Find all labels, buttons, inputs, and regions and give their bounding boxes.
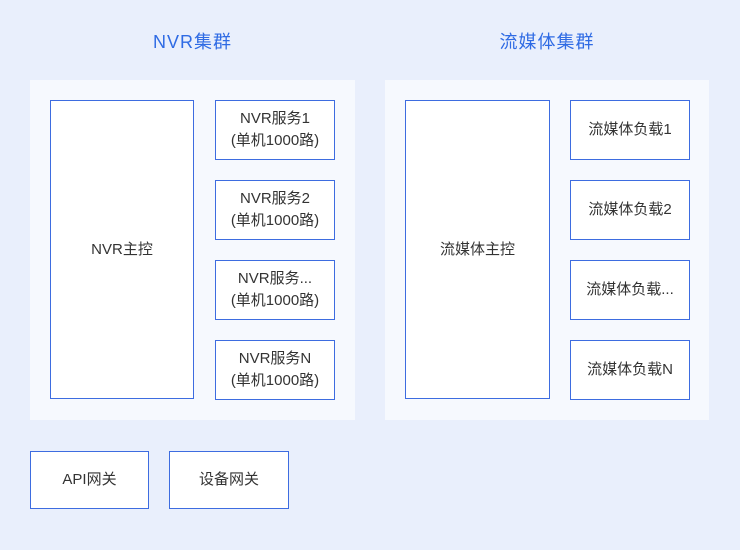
- nvr-master-label: NVR主控: [91, 240, 153, 258]
- media-master-label: 流媒体主控: [439, 240, 515, 258]
- nvr-cluster-title: NVR集群: [152, 32, 232, 52]
- media-master-box: 流媒体主控: [405, 100, 550, 399]
- nvr-service-capacity: (单机1000路): [230, 212, 320, 229]
- nvr-service-box-ellipsis: NVR服务... (单机1000路): [215, 260, 335, 320]
- nvr-service-capacity: (单机1000路): [230, 292, 320, 309]
- nvr-service-name: NVR服务2: [239, 190, 310, 207]
- api-gateway-box: API网关: [30, 451, 149, 509]
- nvr-service-capacity: (单机1000路): [230, 372, 320, 389]
- media-load-box-1: 流媒体负载1: [570, 100, 690, 160]
- nvr-service-name: NVR服务N: [238, 350, 312, 367]
- nvr-service-box-1: NVR服务1 (单机1000路): [215, 100, 335, 160]
- nvr-service-box-n: NVR服务N (单机1000路): [215, 340, 335, 400]
- media-load-label: 流媒体负载2: [588, 201, 672, 218]
- nvr-service-box-2: NVR服务2 (单机1000路): [215, 180, 335, 240]
- media-load-label: 流媒体负载...: [586, 281, 674, 298]
- media-load-label: 流媒体负载N: [587, 361, 673, 378]
- api-gateway-label: API网关: [62, 471, 117, 488]
- media-load-label: 流媒体负载1: [588, 121, 672, 138]
- media-load-box-n: 流媒体负载N: [570, 340, 690, 400]
- media-cluster-title: 流媒体集群: [499, 32, 595, 52]
- media-load-box-ellipsis: 流媒体负载...: [570, 260, 690, 320]
- device-gateway-label: 设备网关: [198, 471, 259, 488]
- nvr-service-name: NVR服务1: [239, 110, 310, 127]
- nvr-master-box: NVR主控: [50, 100, 194, 399]
- device-gateway-box: 设备网关: [169, 451, 289, 509]
- media-load-box-2: 流媒体负载2: [570, 180, 690, 240]
- nvr-service-capacity: (单机1000路): [230, 132, 320, 149]
- nvr-service-name: NVR服务...: [237, 270, 313, 287]
